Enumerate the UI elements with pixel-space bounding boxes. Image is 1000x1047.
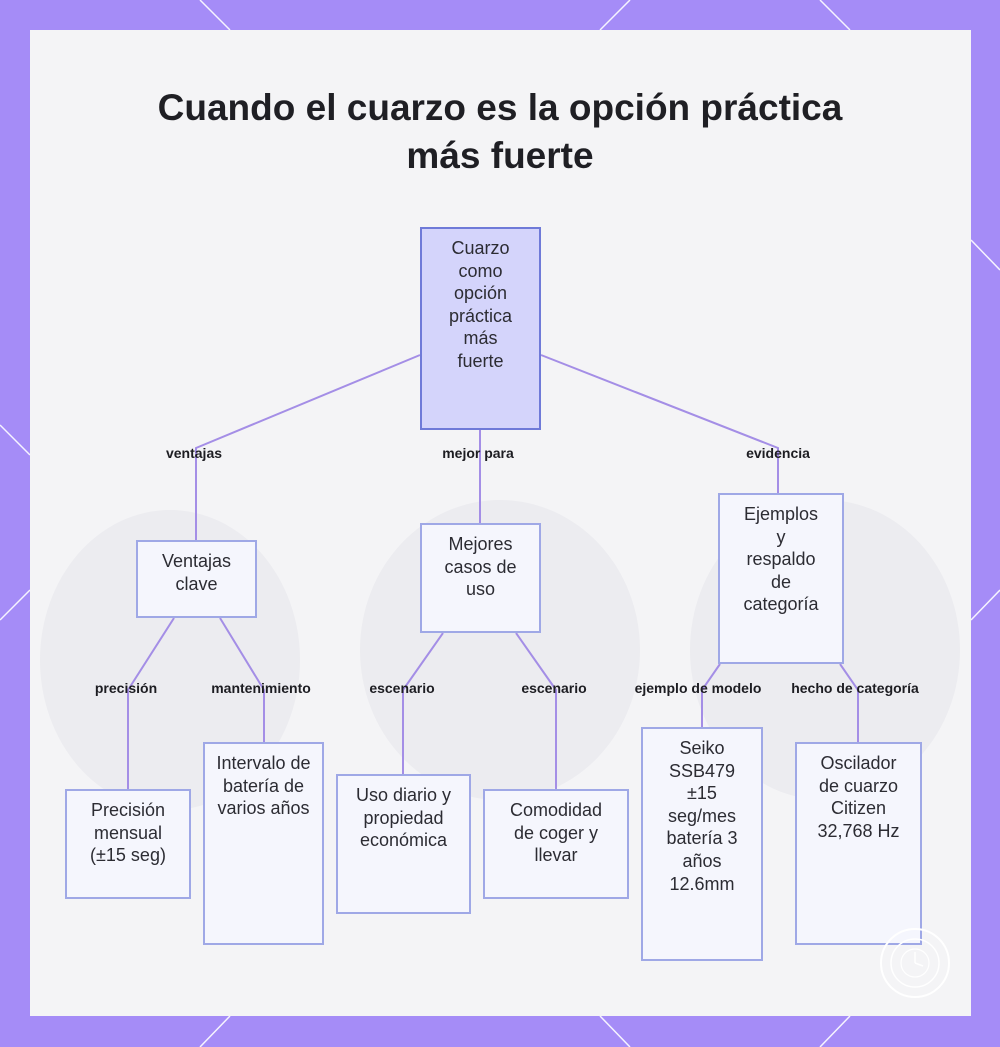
node-uso-diario: Uso diario y propiedad económica [336, 774, 471, 914]
node-root: Cuarzo como opción práctica más fuerte [420, 227, 541, 430]
edge-root-ventajas [195, 354, 421, 540]
node-intervalo-bateria: Intervalo de batería de varios años [203, 742, 324, 945]
node-ventajas-clave: Ventajas clave [136, 540, 257, 618]
node-seiko: Seiko SSB479 ±15 seg/mes batería 3 años … [641, 727, 763, 961]
edge-label-escenario-2: escenario [521, 680, 587, 696]
node-citizen: Oscilador de cuarzo Citizen 32,768 Hz [795, 742, 922, 945]
watch-logo-watermark [880, 928, 950, 998]
edge-label-ejemplo-modelo: ejemplo de modelo [634, 680, 762, 696]
edge-label-precision: precisión [94, 680, 158, 696]
edge-label-mantenimiento: mantenimiento [211, 680, 311, 696]
edge-label-evidencia: evidencia [746, 445, 810, 461]
edge-label-escenario-1: escenario [369, 680, 435, 696]
edge-root-ejemplos [540, 354, 779, 493]
node-comodidad: Comodidad de coger y llevar [483, 789, 629, 899]
edge-label-mejor-para: mejor para [442, 445, 514, 461]
edge-ejemplos-seiko [701, 663, 721, 727]
edge-label-ventajas: ventajas [165, 445, 223, 461]
edge-mejores-uso [402, 632, 444, 774]
watch-icon [890, 938, 940, 988]
node-ejemplos: Ejemplos y respaldo de categoría [718, 493, 844, 664]
edge-ventajas-intervalo [219, 617, 265, 742]
edge-mejores-comodidad [515, 632, 557, 789]
edge-label-hecho-categoria: hecho de categoría [791, 680, 919, 696]
edge-ventajas-precision [127, 617, 175, 789]
edge-ejemplos-citizen [839, 663, 859, 742]
node-precision-mensual: Precisión mensual (±15 seg) [65, 789, 191, 899]
node-mejores-casos: Mejores casos de uso [420, 523, 541, 633]
page-title: Cuando el cuarzo es la opción práctica m… [157, 87, 843, 176]
